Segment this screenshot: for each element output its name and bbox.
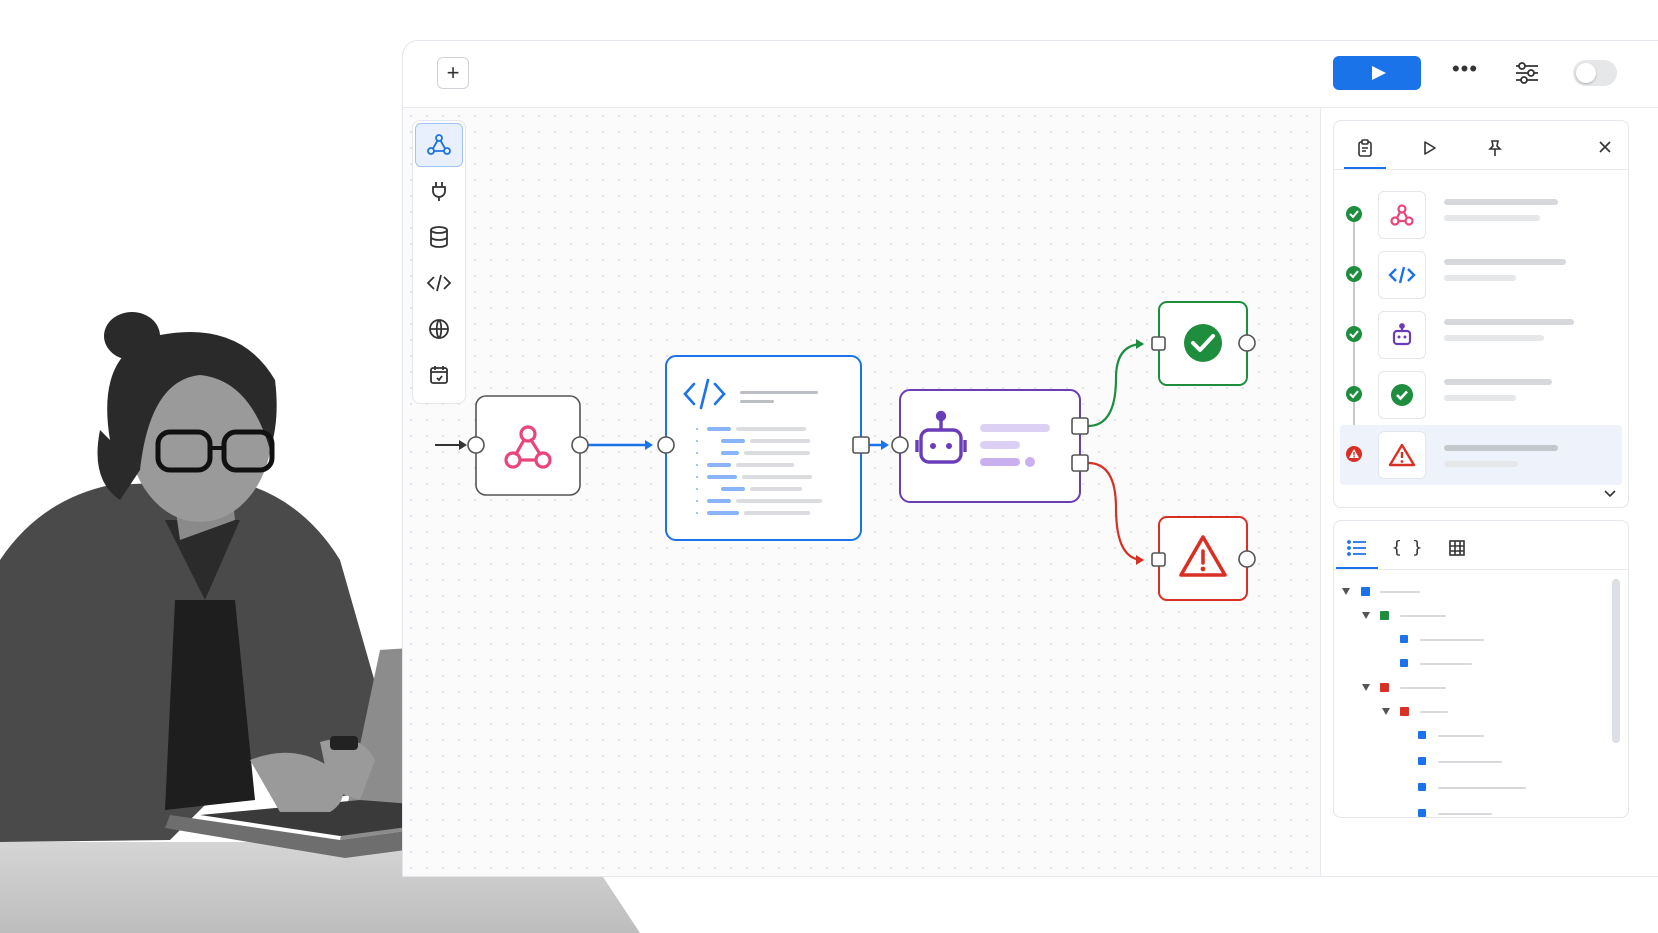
node-ai-agent[interactable] (891, 389, 1089, 503)
tab-pinned[interactable] (1472, 129, 1518, 167)
code-lines (696, 427, 822, 515)
execution-row-error[interactable] (1340, 425, 1622, 485)
tree-node[interactable] (1342, 783, 1602, 795)
output-data-card: { } (1333, 520, 1629, 818)
tab-run[interactable] (1406, 129, 1452, 167)
add-node-button[interactable]: + (437, 57, 469, 89)
warning-icon (1388, 443, 1416, 467)
tree-node[interactable] (1342, 707, 1602, 719)
tree-node[interactable] (1342, 587, 1602, 599)
list-icon (1347, 540, 1366, 556)
globe-icon (429, 319, 449, 339)
success-status-icon (1346, 326, 1362, 342)
palette-item-integrations[interactable] (415, 169, 463, 213)
node-code[interactable] (657, 355, 870, 541)
code-icon (1388, 266, 1416, 284)
tree-node[interactable] (1342, 659, 1602, 671)
execution-row-code[interactable] (1340, 245, 1622, 305)
workflow-canvas[interactable] (403, 108, 1320, 876)
node-thumb (1378, 431, 1426, 479)
node-thumb (1378, 311, 1426, 359)
palette-item-workflow[interactable] (415, 123, 463, 167)
tab-json-view[interactable]: { } (1391, 538, 1423, 558)
play-outline-icon (1424, 141, 1436, 155)
node-success[interactable] (1151, 301, 1256, 386)
edge-agent-success (1087, 342, 1144, 428)
execution-tabs (1334, 121, 1628, 170)
execution-row-webhook[interactable] (1340, 185, 1622, 245)
node-thumb (1378, 191, 1426, 239)
output-scrollbar[interactable] (1612, 579, 1620, 743)
tab-table-view[interactable] (1434, 529, 1480, 567)
code-icon (683, 378, 726, 410)
tree-node[interactable] (1342, 731, 1602, 743)
robot-icon (915, 410, 967, 464)
execution-row-ai-agent[interactable] (1340, 305, 1622, 365)
run-workflow-button[interactable] (1333, 56, 1421, 90)
webhook-icon (1390, 204, 1414, 226)
palette-item-database[interactable] (415, 215, 463, 259)
node-webhook[interactable] (467, 395, 589, 496)
output-tabs: { } (1334, 521, 1628, 570)
tree-node[interactable] (1342, 757, 1602, 769)
more-options-button[interactable]: ••• (1451, 56, 1479, 81)
top-toolbar: + ••• (403, 41, 1658, 108)
webhook-nodes-icon (427, 134, 451, 155)
palette-item-http[interactable] (415, 307, 463, 351)
execution-row-success[interactable] (1340, 365, 1622, 425)
code-icon (426, 274, 452, 292)
settings-button[interactable] (1511, 57, 1543, 89)
pin-icon (1488, 140, 1502, 156)
tree-node[interactable] (1342, 683, 1602, 695)
palette-item-schedule[interactable] (415, 353, 463, 397)
execution-log-card (1333, 120, 1629, 508)
database-icon (430, 226, 448, 248)
close-panel-button[interactable] (1594, 136, 1616, 158)
tree-node[interactable] (1342, 809, 1602, 817)
plug-icon (432, 182, 446, 201)
node-error[interactable] (1151, 516, 1256, 601)
active-toggle[interactable] (1573, 60, 1617, 86)
clipboard-icon (1358, 139, 1372, 157)
check-circle-icon (1391, 384, 1413, 406)
workflow-graph (435, 301, 1256, 601)
workflow-editor-window: + ••• (402, 40, 1658, 877)
success-status-icon (1346, 206, 1362, 222)
close-icon (1599, 141, 1611, 153)
tab-list-view[interactable] (1334, 529, 1380, 569)
sliders-icon (1516, 62, 1538, 84)
table-icon (1449, 540, 1465, 556)
tree-node[interactable] (1342, 635, 1602, 647)
success-status-icon (1346, 266, 1362, 282)
palette-item-code[interactable] (415, 261, 463, 305)
chevron-down-icon[interactable] (1602, 485, 1618, 501)
calendar-icon (430, 366, 448, 384)
node-thumb (1378, 371, 1426, 419)
check-circle-icon (1184, 324, 1222, 362)
edge-agent-error (1087, 461, 1144, 562)
tree-node[interactable] (1342, 611, 1602, 623)
error-status-icon (1346, 446, 1362, 462)
node-palette (412, 120, 466, 404)
webhook-icon (504, 425, 552, 469)
side-panel: { } (1320, 108, 1658, 876)
node-thumb (1378, 251, 1426, 299)
success-status-icon (1346, 386, 1362, 402)
tab-summary[interactable] (1342, 129, 1388, 169)
robot-icon (1392, 323, 1412, 346)
warning-icon (1179, 535, 1227, 577)
